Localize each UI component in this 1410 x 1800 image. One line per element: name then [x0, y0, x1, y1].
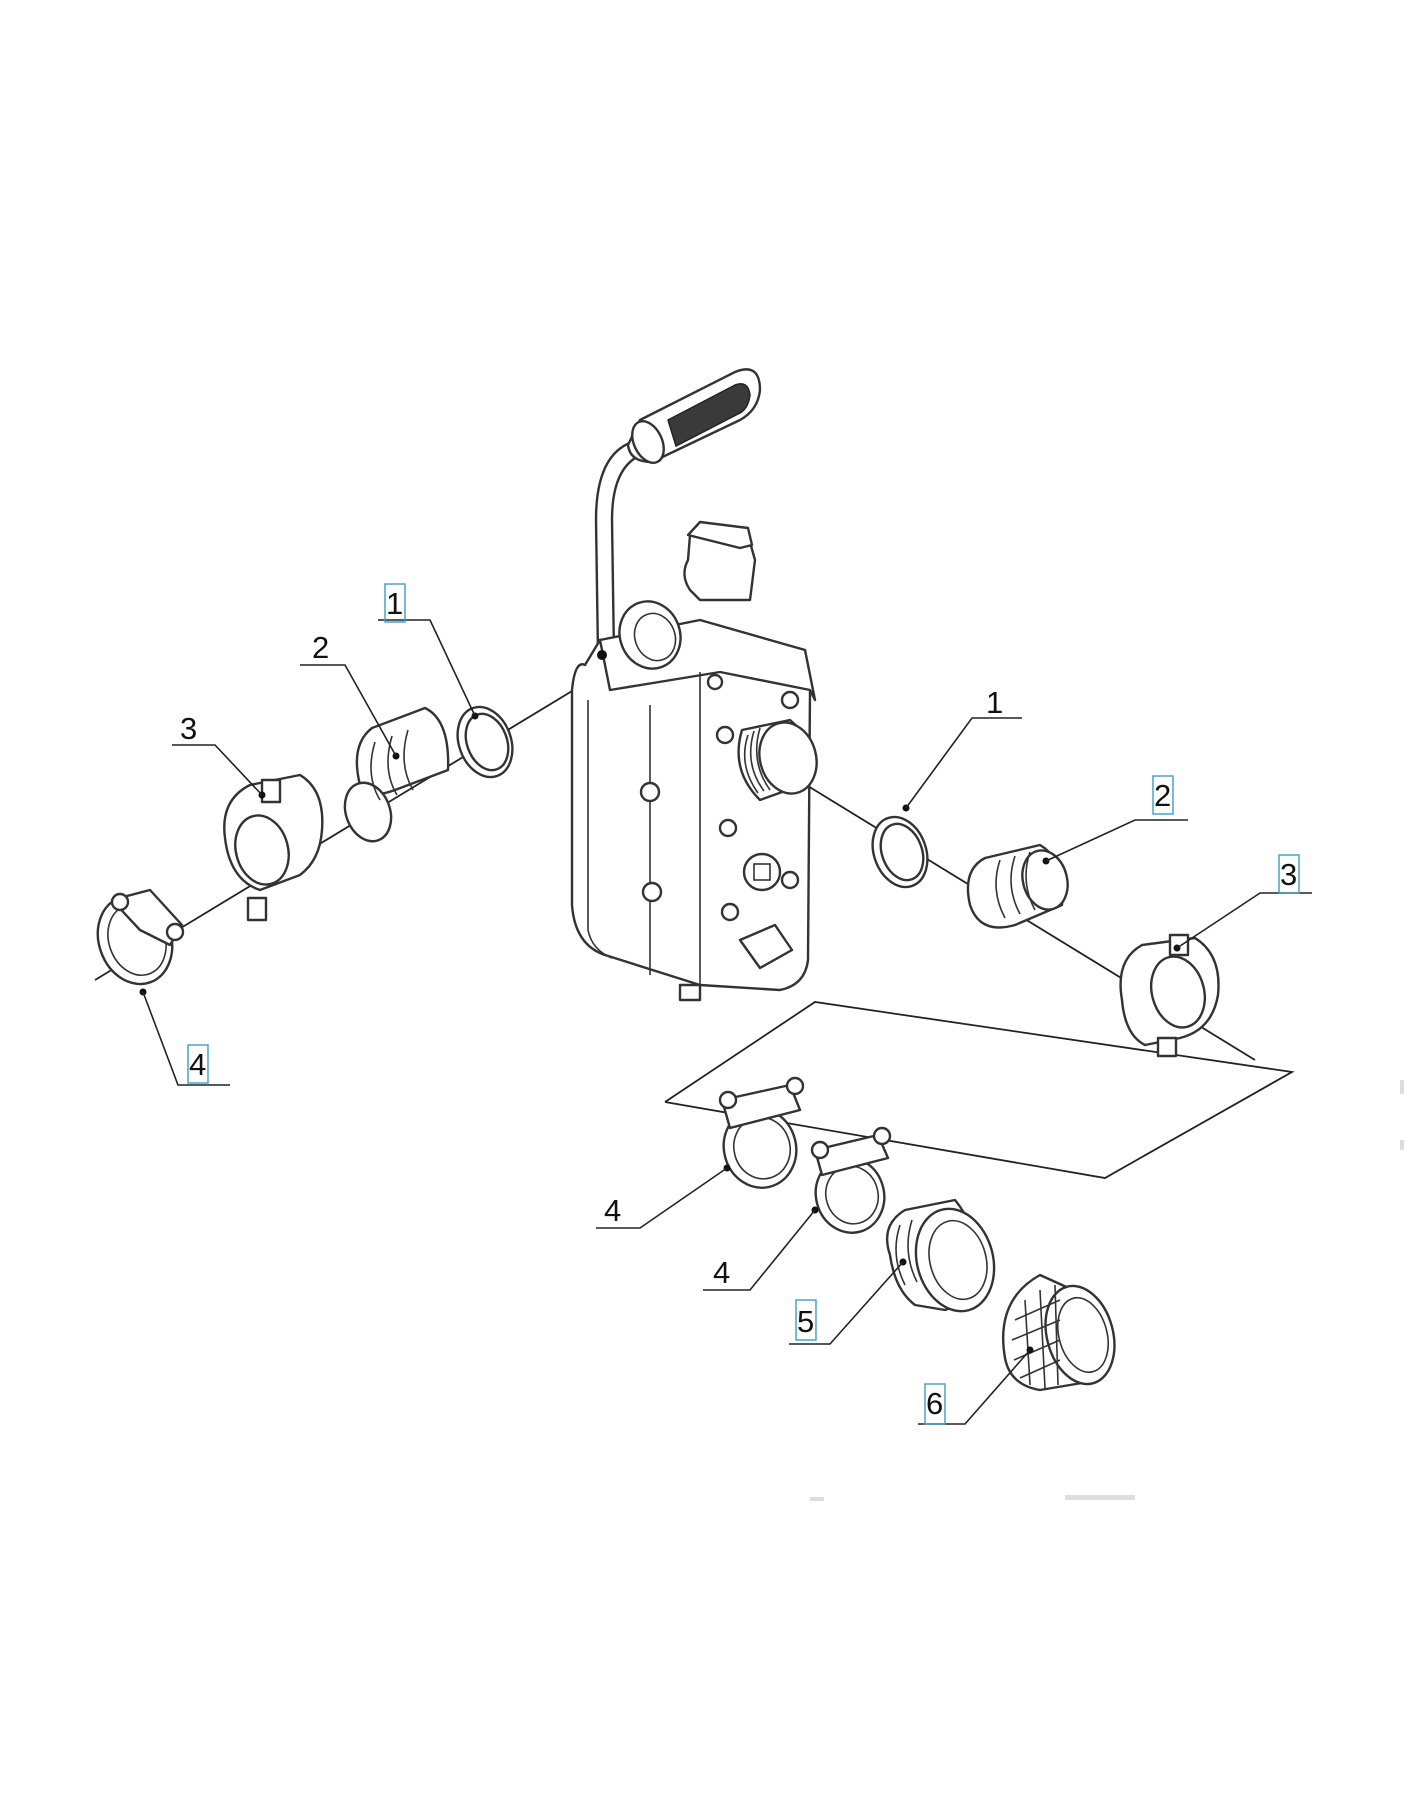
- svg-text:3: 3: [1280, 857, 1297, 892]
- callout-5: 5: [795, 1299, 817, 1341]
- svg-text:4: 4: [604, 1193, 621, 1228]
- hose-nipple-right: [966, 843, 1069, 929]
- hose-nipple-left: [343, 706, 450, 843]
- svg-text:5: 5: [797, 1304, 814, 1339]
- svg-text:1: 1: [386, 586, 403, 621]
- callout-1-right: 1: [986, 685, 1003, 720]
- callout-2-left: 2: [312, 630, 329, 665]
- callout-4-lower-1: 4: [604, 1193, 621, 1228]
- hose-clamp-lower-1: [718, 1076, 805, 1189]
- svg-text:2: 2: [1154, 778, 1171, 813]
- hose-clamp-lower-2: [810, 1126, 892, 1234]
- callout-4-left: 4: [187, 1044, 209, 1084]
- svg-text:3: 3: [180, 711, 197, 746]
- suction-adapter: [885, 1198, 996, 1313]
- strainer-filter: [1001, 1273, 1116, 1392]
- svg-text:4: 4: [713, 1255, 730, 1290]
- callout-4-lower-2: 4: [713, 1255, 730, 1290]
- callout-3-right: 3: [1278, 854, 1300, 894]
- callout-2-right: 2: [1152, 775, 1174, 815]
- coupling-nut-left: [223, 773, 324, 922]
- o-ring-left: [456, 705, 514, 779]
- o-ring-right: [871, 804, 929, 889]
- svg-text:6: 6: [926, 1386, 943, 1421]
- callout-6: 6: [924, 1383, 946, 1425]
- hose-clamp-left: [96, 888, 185, 996]
- pump-body: [570, 368, 818, 1002]
- svg-text:2: 2: [312, 630, 329, 665]
- coupling-nut-right: [1119, 933, 1220, 1058]
- callout-3-left: 3: [180, 711, 197, 746]
- scan-artifacts: [810, 1080, 1404, 1501]
- callout-1-left: 1: [384, 583, 406, 623]
- assembly-axis-bracket: [664, 1001, 1295, 1179]
- svg-text:1: 1: [986, 685, 1003, 720]
- svg-text:4: 4: [189, 1047, 206, 1082]
